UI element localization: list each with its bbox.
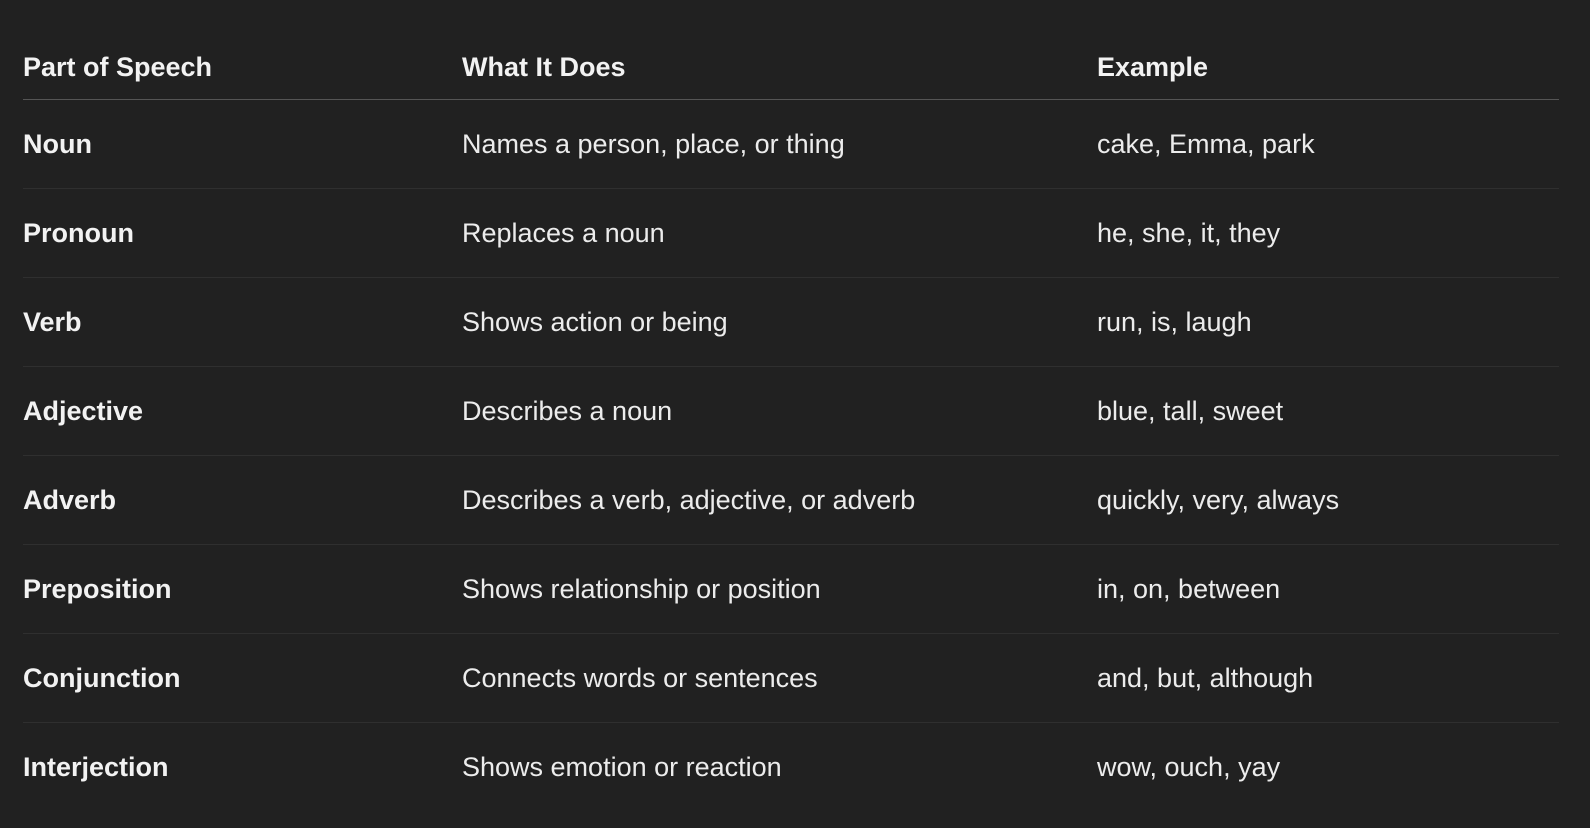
parts-of-speech-table: Part of Speech What It Does Example Noun… xyxy=(23,42,1559,812)
what-it-does-cell: Replaces a noun xyxy=(462,217,665,248)
what-it-does-cell: Names a person, place, or thing xyxy=(462,128,845,159)
table-row: Adverb Describes a verb, adjective, or a… xyxy=(23,456,1559,545)
table-row: Interjection Shows emotion or reaction w… xyxy=(23,723,1559,812)
table-row: Conjunction Connects words or sentences … xyxy=(23,634,1559,723)
table-row: Verb Shows action or being run, is, laug… xyxy=(23,278,1559,367)
table-row: Adjective Describes a noun blue, tall, s… xyxy=(23,367,1559,456)
example-cell: cake, Emma, park xyxy=(1097,128,1315,159)
what-it-does-cell: Shows relationship or position xyxy=(462,573,821,604)
header-part-of-speech: Part of Speech xyxy=(23,51,213,82)
part-of-speech-cell: Preposition xyxy=(23,573,172,604)
what-it-does-cell: Shows action or being xyxy=(462,306,728,337)
example-cell: run, is, laugh xyxy=(1097,306,1252,337)
part-of-speech-cell: Pronoun xyxy=(23,217,134,248)
example-cell: wow, ouch, yay xyxy=(1097,752,1281,782)
header-what-it-does: What It Does xyxy=(462,51,626,82)
table-header-row: Part of Speech What It Does Example xyxy=(23,42,1559,100)
header-example: Example xyxy=(1097,51,1209,82)
what-it-does-cell: Describes a noun xyxy=(462,395,673,426)
part-of-speech-cell: Adjective xyxy=(23,395,144,426)
example-cell: blue, tall, sweet xyxy=(1097,395,1284,426)
table-row: Preposition Shows relationship or positi… xyxy=(23,545,1559,634)
table-row: Noun Names a person, place, or thing cak… xyxy=(23,100,1559,189)
example-cell: he, she, it, they xyxy=(1097,217,1281,248)
part-of-speech-cell: Verb xyxy=(23,306,82,337)
table-row: Pronoun Replaces a noun he, she, it, the… xyxy=(23,189,1559,278)
part-of-speech-cell: Interjection xyxy=(23,752,169,782)
part-of-speech-cell: Noun xyxy=(23,128,92,159)
what-it-does-cell: Shows emotion or reaction xyxy=(462,752,782,782)
part-of-speech-cell: Conjunction xyxy=(23,662,181,693)
what-it-does-cell: Connects words or sentences xyxy=(462,662,818,693)
what-it-does-cell: Describes a verb, adjective, or adverb xyxy=(462,484,916,515)
example-cell: in, on, between xyxy=(1097,573,1281,604)
example-cell: and, but, although xyxy=(1097,662,1314,693)
part-of-speech-cell: Adverb xyxy=(23,484,117,515)
example-cell: quickly, very, always xyxy=(1097,484,1340,515)
